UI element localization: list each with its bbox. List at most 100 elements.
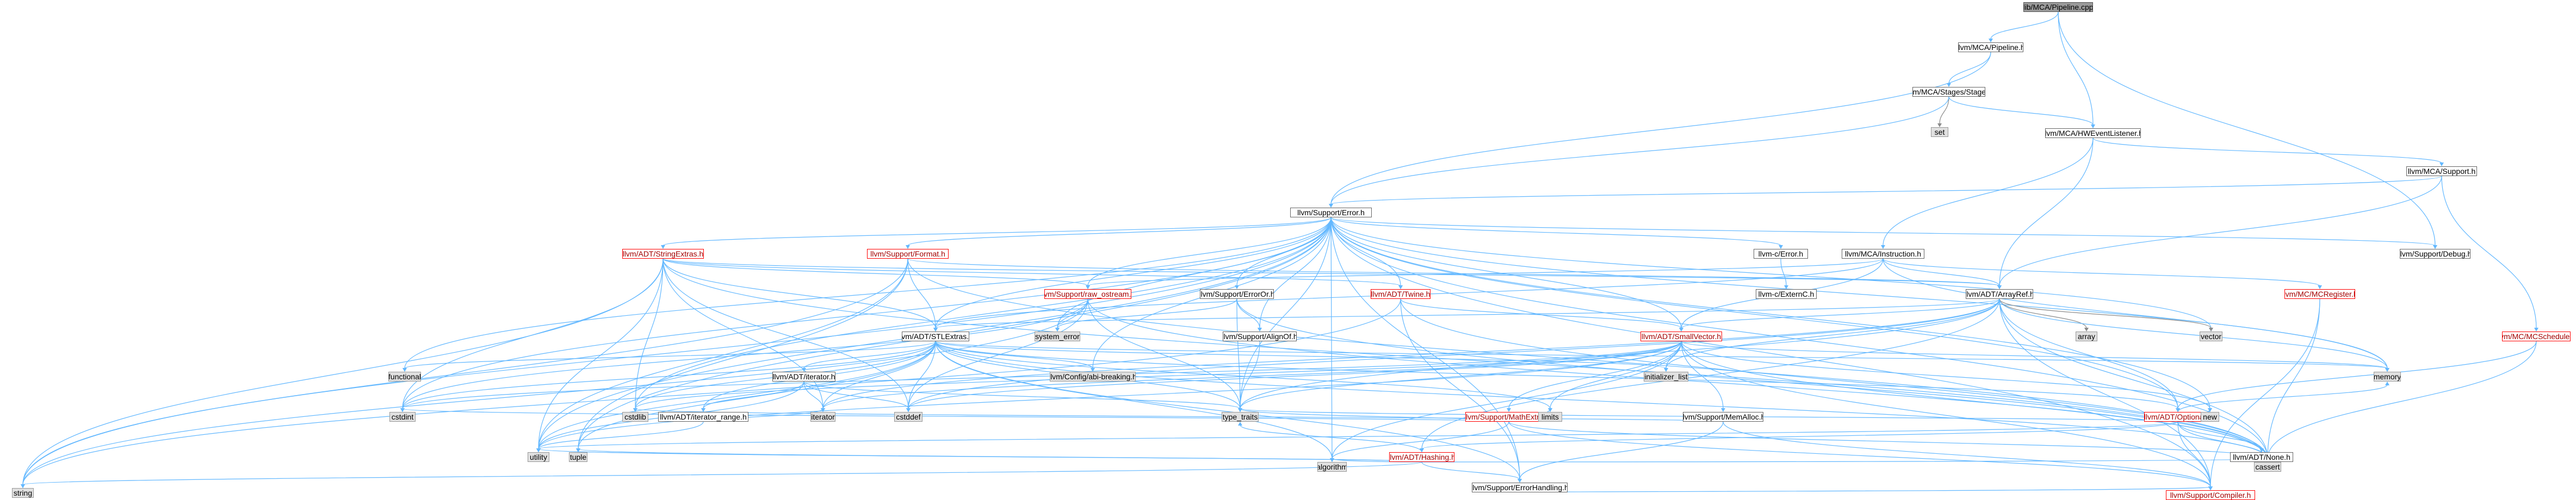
edge-arrowhead [2385,382,2389,385]
node-support[interactable]: llvm/MCA/Support.h [2406,166,2477,176]
edge-iterrange-to-utility [538,421,704,449]
edge-arrayref-to-compiler [1999,298,2211,488]
edge-alignof-to-typetraits [1240,341,1260,409]
node-memalloc[interactable]: llvm/Support/MemAlloc.h [1683,412,1763,422]
edge-memalloc-to-cstdlib [635,408,1724,422]
node-mcschedule[interactable]: llvm/MC/MCSchedule.h [2502,332,2571,341]
edge-arrowhead [1784,285,1788,289]
edge-memalloc-to-compiler [1723,421,2211,488]
edge-arrowhead [1258,328,1262,332]
node-stage[interactable]: llvm/MCA/Stages/Stage.h [1912,87,1985,97]
node-hashing[interactable]: llvm/ADT/Hashing.h [1389,452,1454,462]
edge-arrowhead [2209,328,2213,332]
edge-root-to-debug [2058,11,2436,246]
edge-smallvector-to-new [1681,341,2210,409]
edge-hwevent-to-arrayref [1999,138,2094,286]
edge-mcregister-to-compiler [2210,298,2320,488]
node-adtnone[interactable]: llvm/ADT/None.h [2230,452,2293,462]
node-utility: utility [528,452,549,462]
node-hwevent[interactable]: llvm/MCA/HWEventListener.h [2045,128,2141,138]
node-cerror[interactable]: llvm-c/Error.h [1754,249,1808,259]
edge-smallvector-to-memory [1681,341,2388,369]
edge-stlextras-to-functional [404,341,936,369]
node-iterator: iterator [810,412,835,422]
node-cexternc[interactable]: llvm-c/ExternC.h [1756,289,1817,299]
edge-stringextras-to-cstdlib [635,258,664,409]
node-mathextras[interactable]: llvm/Support/MathExtras.h [1465,412,1552,422]
node-arrayref[interactable]: llvm/ADT/ArrayRef.h [1966,289,2033,299]
edge-error-to-alignof [1259,217,1332,329]
edge-arrowhead [821,408,825,412]
edge-adtiterator-to-iterrange [703,381,804,409]
edge-arrayref-to-array [1999,298,2087,329]
node-errhandling[interactable]: llvm/Support/ErrorHandling.h [1472,483,1568,492]
edge-hashing-to-errhandling [1421,461,1520,480]
edge-arrowhead [576,448,580,452]
edge-memalloc-to-errhandling [1519,421,1724,480]
edge-erroror-to-typetraits [1236,298,1241,409]
edge-stlextras-to-cstdint [402,341,936,409]
edge-arrayref-to-optional [1999,298,2178,409]
edge-optional-to-adtnone [2177,421,2262,449]
node-smallvector[interactable]: llvm/ADT/SmallVector.h [1640,332,1722,341]
node-erroror[interactable]: llvm/Support/ErrorOr.h [1200,289,1274,299]
edge-stage-to-set [1939,96,1949,124]
node-compiler[interactable]: llvm/Support/Compiler.h [2166,490,2255,500]
edge-arrowhead [1086,285,1090,289]
edge-adtiterator-to-cstddef [803,381,909,409]
edge-twine-to-cassert [1400,298,2268,459]
node-cstddef: cstddef [894,412,922,422]
edge-arrowhead [1779,245,1783,249]
edge-arrowhead [906,408,911,412]
edge-root-to-hwevent [2058,11,2094,126]
edge-hashing-to-cassert [1421,458,2268,462]
edge-hashing-to-utility [538,448,1422,462]
edge-format-to-stlextras [907,258,936,329]
node-twine[interactable]: llvm/ADT/Twine.h [1371,289,1431,299]
edge-error-to-systemerror [1057,217,1332,329]
node-rawostream[interactable]: llvm/Support/raw_ostream.h [1044,289,1131,299]
edge-arrayref-to-smallvector [1681,298,2000,329]
edge-erroror-to-alignof [1236,298,1260,329]
node-format[interactable]: llvm/Support/Format.h [867,249,949,259]
node-new: new [2201,412,2219,422]
edge-arrowhead [1664,368,1668,372]
node-typetraits: type_traits [1222,412,1259,422]
node-set: set [1931,127,1948,137]
node-algorithm: algorithm [1317,462,1347,472]
node-pipeline[interactable]: llvm/MCA/Pipeline.h [1958,42,2023,52]
node-adtiterator[interactable]: llvm/ADT/iterator.h [772,372,835,382]
edge-stlextras-to-cstddef [908,341,936,409]
node-cstdlib: cstdlib [622,412,648,422]
edge-instruction-to-memory [1883,258,2388,369]
edge-arrayref-to-stlextras [935,298,2000,329]
edge-error-to-compiler [1330,217,2211,488]
node-iterrange[interactable]: llvm/ADT/iterator_range.h [658,412,748,422]
node-cassert: cassert [2254,462,2281,472]
node-instruction[interactable]: llvm/MCA/Instruction.h [1842,249,1924,259]
edge-stlextras-to-abibreaking [935,341,1093,369]
node-error[interactable]: llvm/Support/Error.h [1290,208,1372,217]
edge-stringextras-to-cstdint [402,258,664,409]
node-stringextras[interactable]: llvm/ADT/StringExtras.h [622,249,704,259]
edge-stringextras-to-stlextras [662,258,936,329]
edge-arrowhead [2318,285,2322,289]
edge-rawostream-to-cstdint [402,298,1088,409]
edge-arrayref-to-vector [1999,298,2212,329]
edge-rawostream-to-cstddef [908,298,1088,409]
node-debug[interactable]: llvm/Support/Debug.h [2400,249,2470,259]
node-mcregister[interactable]: llvm/MC/MCRegister.h [2284,289,2355,299]
edge-arrowhead [1398,285,1403,289]
edge-arrowhead [21,484,25,488]
edge-errhandling-to-compiler [1519,486,2211,493]
node-optional[interactable]: llvm/ADT/Optional.h [2144,412,2212,422]
edge-adtiterator-to-iterator [803,381,823,409]
node-stlextras[interactable]: llvm/ADT/STLExtras.h [902,332,969,341]
node-alignof[interactable]: llvm/Support/AlignOf.h [1223,332,1297,341]
edge-stlextras-to-tuple [578,341,936,449]
edge-stringextras-to-twine [662,258,1401,286]
edge-smallvector-to-limits [1550,341,1682,409]
node-memory: memory [2374,372,2401,382]
edge-arrowhead [403,368,407,372]
